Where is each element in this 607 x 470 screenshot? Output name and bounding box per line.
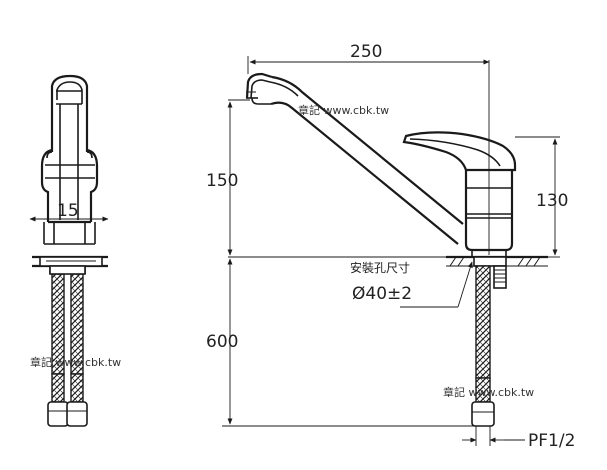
spout-arm: [269, 75, 464, 245]
side-body: [29, 216, 109, 245]
reach-dimension: [247, 56, 490, 255]
front-hose: [462, 265, 525, 446]
body-height-label: 130: [536, 191, 568, 211]
hose-length-dimension: [222, 258, 476, 427]
mount-hole-callout: [400, 261, 473, 308]
side-hose-fittings: [47, 373, 88, 427]
deck-plate: [446, 255, 548, 267]
side-watermark: 章記 www.cbk.tw: [30, 355, 121, 369]
front-hose-watermark: 章記 www.cbk.tw: [443, 385, 534, 399]
side-deck-plate: [32, 255, 108, 268]
mount-hole-size: Ø40±2: [352, 284, 412, 304]
reach-dimension-label: 250: [350, 42, 382, 62]
body-height-dimension: [515, 136, 560, 258]
side-width-dimension: 15: [57, 201, 79, 221]
spout-tip: [245, 72, 273, 105]
front-view: 250 150 130 600 安裝孔尺寸 Ø40±2 PF1/2: [206, 42, 575, 451]
spout-height-label: 150: [206, 171, 238, 191]
spout-watermark: 章記 www.cbk.tw: [298, 103, 389, 117]
thread-label: PF1/2: [528, 431, 575, 451]
side-hoses: [49, 265, 86, 375]
spout-height-dimension: [227, 99, 446, 258]
hose-length-label: 600: [206, 332, 238, 352]
threaded-shank: [493, 265, 507, 289]
mount-hole-label: 安裝孔尺寸: [350, 260, 410, 275]
side-view: 15 章記 www.cbk.tw: [29, 74, 121, 427]
side-spout-neck: [50, 100, 89, 220]
side-handle-bulge: [40, 148, 99, 222]
side-spout-cap: [50, 74, 89, 105]
handle-lever: [402, 131, 517, 172]
